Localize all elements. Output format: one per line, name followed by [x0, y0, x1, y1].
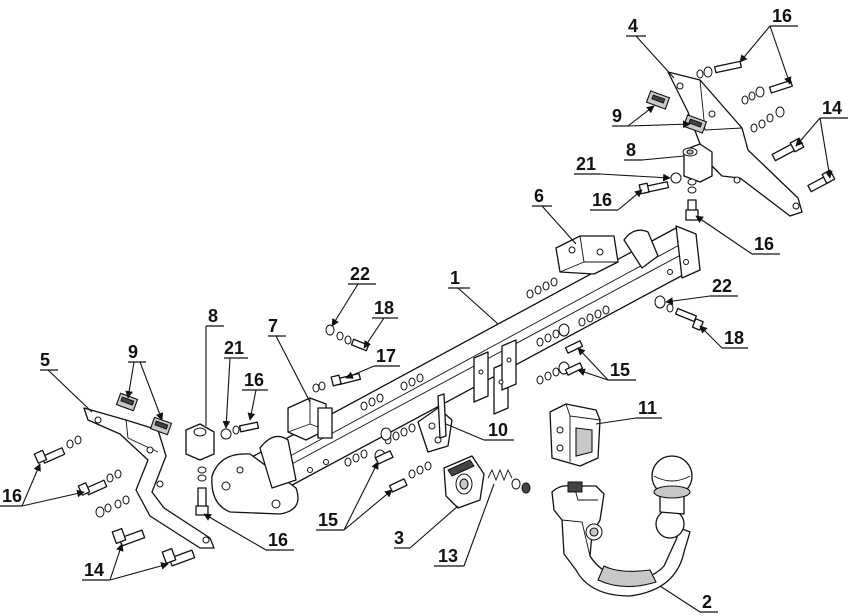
callout-16-left-edge: 16 — [2, 486, 22, 506]
callout-15-center: 15 — [318, 510, 338, 530]
callout-17: 17 — [376, 346, 396, 366]
callout-11: 11 — [638, 398, 657, 418]
main-crossbar — [211, 225, 701, 515]
bolt-top-right-3 — [750, 106, 785, 133]
bolt-17 — [312, 372, 362, 393]
bolts-15-right — [564, 340, 584, 376]
callout-leaders — [0, 25, 848, 613]
left-mount-bracket — [287, 397, 333, 441]
callout-16-bottom-left: 16 — [268, 530, 288, 550]
right-mount-bracket — [555, 235, 619, 275]
callout-22-right: 22 — [712, 276, 732, 296]
callout-21-right: 21 — [576, 154, 596, 174]
left-bolts-14 — [111, 528, 196, 567]
bolt-18-right — [654, 295, 704, 331]
callout-15-right: 15 — [610, 360, 630, 380]
tow-ball-neck — [551, 481, 691, 597]
callout-9-right: 9 — [612, 106, 622, 126]
left-spacer-block — [185, 423, 215, 516]
callout-13: 13 — [438, 546, 458, 566]
bolt-top-right-1 — [696, 60, 742, 79]
callout-16-top: 16 — [772, 6, 792, 26]
bolt-right-14-lower — [807, 169, 836, 193]
electrical-socket — [549, 403, 601, 467]
right-spacer-block — [682, 143, 713, 221]
callout-5: 5 — [40, 350, 50, 370]
left-bolt-21 — [220, 421, 260, 440]
callout-8-right: 8 — [626, 140, 636, 160]
callout-1: 1 — [450, 268, 460, 288]
callout-18-right: 18 — [724, 328, 744, 348]
callout-labels: 1 2 3 4 5 6 7 8 8 9 9 10 11 13 14 14 15 … — [2, 6, 842, 612]
callout-9-left: 9 — [128, 342, 138, 362]
callout-16-left-bracket: 16 — [244, 370, 264, 390]
callout-7: 7 — [268, 316, 278, 336]
crossbar-fasteners-left-row — [344, 373, 424, 467]
socket-plate — [417, 393, 453, 453]
callout-21-left: 21 — [224, 338, 244, 358]
callout-2: 2 — [702, 592, 712, 612]
callout-4: 4 — [628, 16, 638, 36]
callout-22-left: 22 — [350, 264, 370, 284]
right-bolt-21 — [638, 172, 682, 195]
right-side-bracket — [667, 71, 803, 217]
bolt-right-14-upper — [771, 137, 805, 162]
callout-3: 3 — [394, 528, 404, 548]
callout-14-left: 14 — [84, 560, 104, 580]
crossbar-fasteners-right-row — [526, 277, 610, 385]
bolt-top-right-2 — [741, 79, 793, 105]
spring-clip — [487, 468, 531, 494]
tow-ball-head — [651, 455, 693, 539]
bolts-15-center — [374, 450, 432, 493]
bolt-18-top — [325, 324, 370, 352]
socket-mounting-plate — [443, 455, 485, 509]
right-bracket-bolts — [696, 60, 836, 193]
left-side-bracket — [83, 407, 215, 549]
callout-16-lower-right: 16 — [754, 234, 774, 254]
center-hanging-brackets — [473, 339, 517, 415]
callout-14-right: 14 — [822, 98, 842, 118]
left-bolts-16 — [33, 435, 130, 518]
callout-18-top: 18 — [374, 298, 394, 318]
callout-8-left: 8 — [208, 306, 218, 326]
callout-16-mid-right: 16 — [592, 190, 612, 210]
callout-10: 10 — [488, 420, 508, 440]
callout-6: 6 — [534, 186, 544, 206]
